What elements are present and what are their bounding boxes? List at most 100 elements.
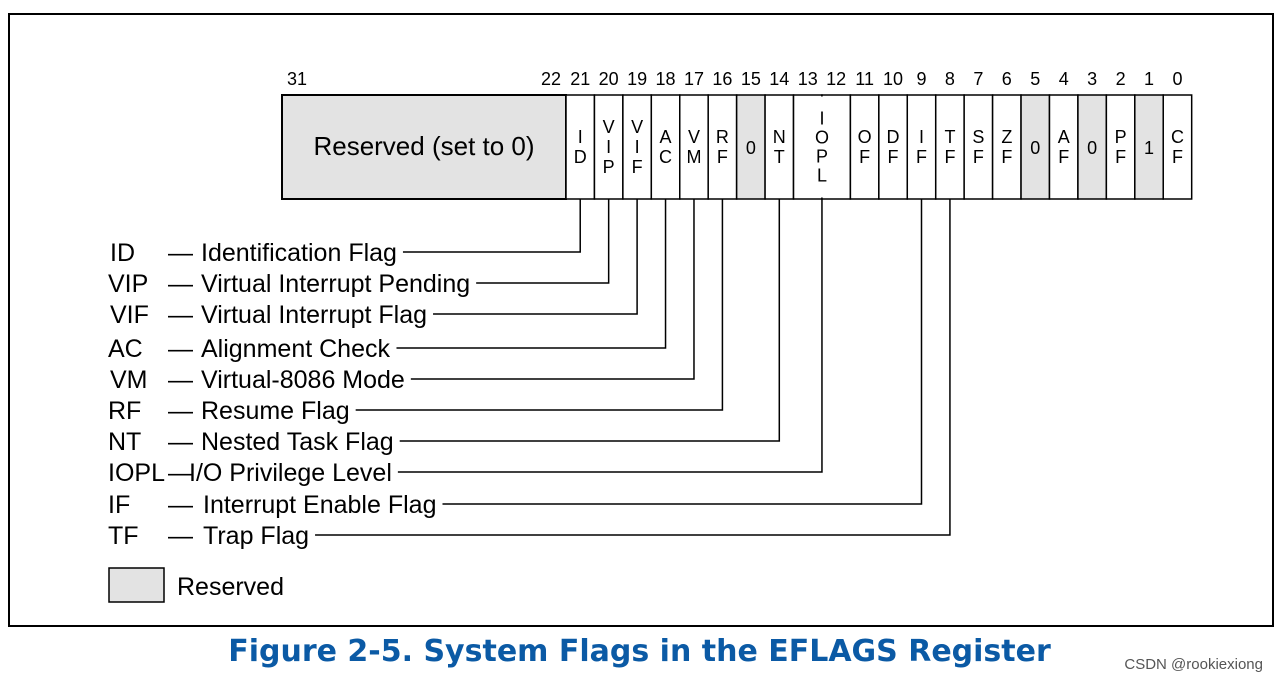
leader-line-if [442, 199, 923, 505]
bit-cell-7 [963, 94, 994, 200]
bit-number-2: 2 [1116, 69, 1126, 89]
reserved-key-swatch [108, 567, 165, 603]
bit-number-12: 12 [826, 69, 846, 89]
bit-number-16: 16 [712, 69, 732, 89]
legend-name-ac: Alignment Check [201, 335, 390, 363]
leader-line-nt [399, 199, 781, 442]
bit-number-3: 3 [1087, 69, 1097, 89]
bit-number-1: 1 [1144, 69, 1154, 89]
bit-number-0: 0 [1172, 69, 1182, 89]
bit-number-5: 5 [1030, 69, 1040, 89]
bit-number-7: 7 [973, 69, 983, 89]
leader-line-rf [355, 199, 724, 411]
legend-abbr-vm: VM [110, 366, 148, 394]
bit-cell-16 [707, 94, 738, 200]
bit-cell-17 [679, 94, 709, 200]
leader-line-tf [315, 199, 951, 536]
reserved-key: Reserved [108, 567, 284, 603]
bit-label-1: 1 [1144, 138, 1154, 158]
bit-number-4: 4 [1059, 69, 1069, 89]
bit-number-14: 14 [769, 69, 789, 89]
bit-number-21: 21 [570, 69, 590, 89]
legend-abbr-tf: TF [108, 522, 139, 550]
legend-abbr-nt: NT [108, 428, 141, 456]
bit-number-8: 8 [945, 69, 955, 89]
legend-name-rf: Resume Flag [201, 397, 350, 425]
bit-number-17: 17 [684, 69, 704, 89]
bit-number-6: 6 [1002, 69, 1012, 89]
bit-cell-14 [764, 94, 795, 200]
leader-line-vip [476, 199, 610, 284]
bit-label-3: 0 [1087, 138, 1097, 158]
bit-number-15: 15 [741, 69, 761, 89]
figure-frame [8, 13, 1274, 627]
bit-cell-3 [1077, 94, 1108, 200]
legend-abbr-ac: AC [108, 335, 143, 363]
bit-number-31: 31 [287, 69, 307, 89]
leader-line-iopl [397, 199, 823, 473]
bit-number-11: 11 [855, 69, 874, 89]
bit-cell-1 [1134, 94, 1164, 200]
legend-name-vm: Virtual-8086 Mode [201, 366, 405, 394]
leader-line-ac [396, 199, 667, 349]
legend-name-if: Interrupt Enable Flag [203, 491, 436, 519]
legend-dash: — [168, 491, 193, 519]
legend-name-vip: Virtual Interrupt Pending [201, 270, 470, 298]
bit-cell-6 [991, 94, 1022, 200]
bit-number-10: 10 [883, 69, 903, 89]
bit-cell-4 [1048, 94, 1079, 200]
reserved-field-label: Reserved (set to 0) [313, 131, 534, 161]
bit-label-15: 0 [746, 138, 756, 158]
legend-dash: — [168, 335, 193, 363]
legend-name-tf: Trap Flag [203, 522, 309, 550]
bit-cell-2 [1105, 94, 1136, 200]
legend-name-vif: Virtual Interrupt Flag [201, 301, 427, 329]
bit-cell-13 [792, 94, 823, 200]
bit-number-22: 22 [541, 69, 561, 89]
bit-cell-12 [821, 94, 852, 200]
legend-name-nt: Nested Task Flag [201, 428, 394, 456]
bit-number-9: 9 [916, 69, 926, 89]
leader-line-vif [433, 199, 638, 315]
bit-cell-19 [622, 94, 653, 200]
legend-dash: — [168, 428, 193, 456]
figure-caption: Figure 2-5. System Flags in the EFLAGS R… [228, 634, 1051, 669]
legend-dash: — [168, 239, 193, 267]
legend-name-id: Identification Flag [201, 239, 397, 267]
reserved-key-label: Reserved [177, 573, 284, 601]
legend-dash: — [168, 270, 193, 298]
legend-abbr-rf: RF [108, 397, 141, 425]
legend-dash: — [168, 459, 193, 487]
leader-line-id [402, 199, 581, 253]
bit-cell-15 [735, 94, 766, 200]
bit-number-20: 20 [599, 69, 619, 89]
legend-dash: — [168, 522, 193, 550]
legend-abbr-iopl: IOPL [108, 459, 165, 487]
bit-cell-10 [878, 94, 909, 200]
bit-cell-0 [1162, 94, 1193, 200]
legend-dash: — [168, 397, 193, 425]
leader-line-vm [410, 199, 695, 380]
watermark: CSDN @rookiexiong [1124, 656, 1263, 673]
bit-number-13: 13 [798, 69, 818, 89]
legend-abbr-if: IF [108, 491, 130, 519]
bit-number-18: 18 [656, 69, 676, 89]
